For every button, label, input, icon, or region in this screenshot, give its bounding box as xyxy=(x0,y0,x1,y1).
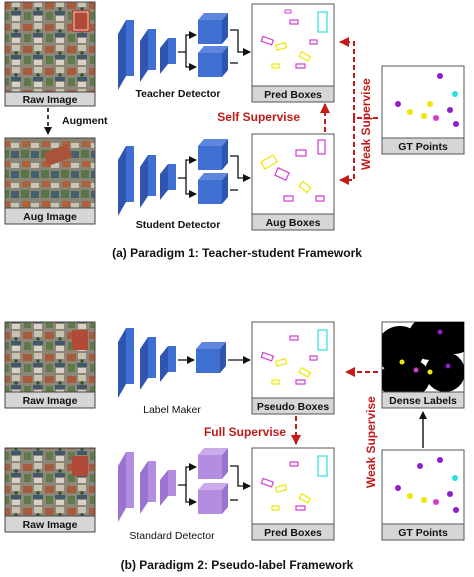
standard-detector-label: Standard Detector xyxy=(129,530,215,542)
pred-boxes-label-2: Pred Boxes xyxy=(264,527,322,539)
pseudo-boxes-label: Pseudo Boxes xyxy=(257,401,330,413)
augment-label: Augment xyxy=(62,115,108,127)
label-maker: Label Maker xyxy=(118,328,251,416)
paradigm-1: Raw Image Augment Aug Image xyxy=(4,1,465,260)
dense-labels-panel: Dense Labels xyxy=(381,321,465,409)
weak-supervise-label-1: Weak Supervise xyxy=(359,78,373,170)
aug-image-label: Aug Image xyxy=(23,211,77,223)
caption-paradigm-1: (a) Paradigm 1: Teacher-student Framewor… xyxy=(112,246,362,260)
gt-points-panel-2: GT Points xyxy=(381,449,465,541)
pred-boxes-panel-2: Pred Boxes xyxy=(251,447,335,541)
caption-paradigm-2: (b) Paradigm 2: Pseudo-label Framework xyxy=(121,558,354,572)
pred-boxes-panel: Pred Boxes xyxy=(251,3,335,103)
paradigm-2: Raw Image Raw Image Label Maker xyxy=(4,321,465,572)
pred-boxes-label: Pred Boxes xyxy=(264,89,322,101)
raw-image-label-top: Raw Image xyxy=(23,395,78,407)
raw-image-label-bottom: Raw Image xyxy=(23,519,78,531)
aug-boxes-label: Aug Boxes xyxy=(266,217,321,229)
weak-supervise-arrow-bottom xyxy=(339,118,355,185)
pseudo-boxes-panel: Pseudo Boxes xyxy=(251,321,335,415)
student-detector: Student Detector xyxy=(118,139,251,231)
raw-image-panel-top: Raw Image xyxy=(4,321,96,409)
aug-image-panel: Aug Image xyxy=(4,137,96,225)
raw-image-panel-bottom: Raw Image xyxy=(4,447,96,533)
standard-detector: Standard Detector xyxy=(118,448,251,542)
gt-points-panel: GT Points xyxy=(381,65,465,155)
self-supervise-label: Self Supervise xyxy=(217,110,300,124)
aug-boxes-panel: Aug Boxes xyxy=(251,133,335,231)
weak-supervise-arrow-top xyxy=(339,37,378,119)
label-maker-label: Label Maker xyxy=(143,404,201,416)
dense-labels-label: Dense Labels xyxy=(389,395,457,407)
weak-supervise-label-2: Weak Supervise xyxy=(364,396,378,488)
teacher-detector: Teacher Detector xyxy=(118,13,251,100)
student-detector-label: Student Detector xyxy=(136,219,221,231)
gt-points-label-2: GT Points xyxy=(398,527,448,539)
teacher-detector-label: Teacher Detector xyxy=(135,88,220,100)
gt-points-label-1: GT Points xyxy=(398,141,448,153)
full-supervise-label: Full Supervise xyxy=(204,425,286,439)
raw-image-panel: Raw Image xyxy=(4,1,96,107)
raw-image-label: Raw Image xyxy=(23,94,78,106)
